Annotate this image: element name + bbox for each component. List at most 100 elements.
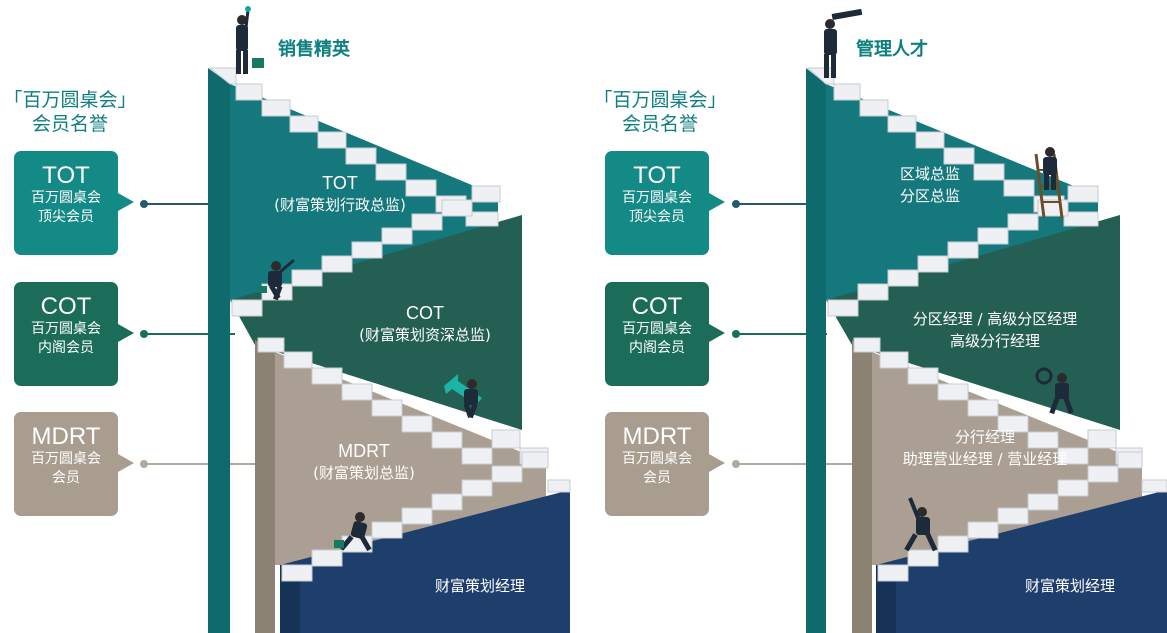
level-line1: 分行经理	[954, 428, 1015, 446]
badge-code: COT	[40, 293, 92, 320]
badge-pointer	[118, 454, 134, 472]
level-division: 分区经理 / 高级分区经理 高级分行经理	[895, 308, 1095, 352]
badge-line1: 百万圆桌会	[622, 190, 692, 206]
businessman-telescope-icon	[824, 8, 863, 78]
badge-pointer	[118, 193, 134, 211]
tower-base-side	[280, 565, 300, 633]
connector-dot	[732, 200, 740, 208]
badge-line2: 顶尖会员	[629, 209, 685, 225]
stairs-bottom	[877, 451, 1167, 582]
stairs-upper	[806, 67, 1099, 227]
tower-base-side	[876, 565, 896, 633]
right-top-title: 管理人才	[856, 39, 928, 60]
level-line1: COT	[406, 303, 444, 323]
tower-cot	[230, 215, 522, 430]
badge-tot: TOT 百万圆桌会 顶尖会员	[605, 151, 725, 255]
badge-code: MDRT	[31, 423, 101, 450]
left-panel: 「百万圆桌会」 会员名誉 TOT 百万圆桌会 顶尖会员 COT 百万圆桌会 内阁…	[0, 0, 580, 633]
connector-cot	[143, 333, 235, 335]
businessman-climbing-icon	[258, 258, 295, 301]
left-staircase	[208, 67, 571, 633]
level-line1: TOT	[322, 173, 358, 193]
stairs-middle	[231, 185, 501, 317]
badge-pointer	[709, 454, 725, 472]
left-honor-heading: 「百万圆桌会」 会员名誉	[0, 88, 150, 136]
honor-heading-line2: 会员名誉	[31, 113, 108, 135]
badge-code: TOT	[42, 162, 90, 189]
badge-tot: TOT 百万圆桌会 顶尖会员	[14, 151, 134, 255]
badge-pointer	[709, 324, 725, 342]
badge-line2: 内阁会员	[629, 340, 685, 356]
badge-pointer	[709, 193, 725, 211]
tower-middle	[826, 215, 1120, 430]
level-tot: TOT (财富策划行政总监)	[240, 172, 440, 216]
level-line2: (财富策划资深总监)	[359, 326, 491, 344]
level-line2: 高级分行经理	[949, 332, 1040, 350]
badge-cot: COT 百万圆桌会 内阁会员	[14, 282, 134, 386]
honor-heading-line1: 「百万圆桌会」	[593, 89, 727, 111]
tower-tot	[208, 68, 230, 633]
level-branch: 分行经理 助理营业经理 / 营业经理	[880, 426, 1090, 470]
tower-mdrt	[255, 340, 275, 633]
badge-line1: 百万圆桌会	[31, 321, 101, 337]
right-staircase	[806, 67, 1167, 633]
badge-code: TOT	[633, 162, 681, 189]
badge-line1: 百万圆桌会	[31, 451, 101, 467]
connector-tot	[735, 203, 810, 205]
badge-line1: 百万圆桌会	[622, 451, 692, 467]
level-line1: 分区经理 / 高级分区经理	[912, 310, 1078, 328]
level-mdrt: MDRT (财富策划总监)	[264, 440, 464, 484]
stairs-lower	[853, 337, 1143, 465]
badge-mdrt: MDRT 百万圆桌会 会员	[605, 412, 725, 516]
tower-mdrt-face	[275, 352, 546, 565]
level-cot: COT (财富策划资深总监)	[325, 302, 525, 346]
badge-line1: 百万圆桌会	[31, 190, 101, 206]
connector-mdrt	[735, 463, 857, 465]
tower-top	[806, 68, 826, 633]
badge-pointer	[118, 324, 134, 342]
tower-lower-face	[872, 352, 1142, 565]
level-line2: 助理营业经理 / 营业经理	[902, 450, 1068, 468]
level-line2: (财富策划总监)	[313, 464, 415, 482]
connector-dot	[140, 200, 148, 208]
businessman-running-icon	[334, 512, 372, 552]
businessman-trophy-icon	[236, 6, 264, 74]
connector-tot	[143, 203, 220, 205]
badge-line1: 百万圆桌会	[622, 321, 692, 337]
businessman-magnifier-icon	[1035, 367, 1074, 415]
tower-lower	[852, 340, 872, 633]
badge-code: MDRT	[622, 423, 692, 450]
level-line1: 财富策划经理	[1024, 577, 1115, 595]
businessman-arrow-icon	[444, 374, 482, 419]
connector-dot	[140, 460, 148, 468]
connector-dot	[732, 330, 740, 338]
badge-line2: 会员	[52, 470, 80, 486]
honor-heading-line2: 会员名誉	[621, 113, 698, 135]
right-panel: 「百万圆桌会」 会员名誉 TOT 百万圆桌会 顶尖会员 COT 百万圆桌会 内阁…	[590, 0, 1167, 633]
level-line1: 区域总监	[899, 165, 960, 183]
level-base: 财富策划经理	[395, 575, 565, 597]
right-honor-heading: 「百万圆桌会」 会员名誉	[580, 88, 740, 136]
level-region: 区域总监 分区总监	[865, 163, 995, 207]
connector-dot	[140, 330, 148, 338]
badge-line2: 内阁会员	[38, 340, 94, 356]
level-line1: 财富策划经理	[434, 577, 525, 595]
badge-cot: COT 百万圆桌会 内阁会员	[605, 282, 725, 386]
badge-line2: 会员	[643, 470, 671, 486]
left-top-title: 销售精英	[278, 39, 350, 60]
honor-heading-line1: 「百万圆桌会」	[3, 89, 137, 111]
connector-mdrt	[143, 463, 265, 465]
level-line1: MDRT	[338, 441, 390, 461]
badge-code: COT	[631, 293, 683, 320]
tower-base	[876, 490, 1167, 633]
level-base: 财富策划经理	[985, 575, 1155, 597]
badge-line2: 顶尖会员	[38, 209, 94, 225]
connector-cot	[735, 333, 827, 335]
tower-base	[280, 490, 570, 633]
level-line2: (财富策划行政总监)	[274, 196, 406, 214]
businessman-cheering-icon	[904, 497, 938, 552]
connector-dot	[732, 460, 740, 468]
businessman-ladder-icon	[1034, 147, 1064, 219]
badge-mdrt: MDRT 百万圆桌会 会员	[14, 412, 134, 516]
level-line2: 分区总监	[899, 187, 960, 205]
